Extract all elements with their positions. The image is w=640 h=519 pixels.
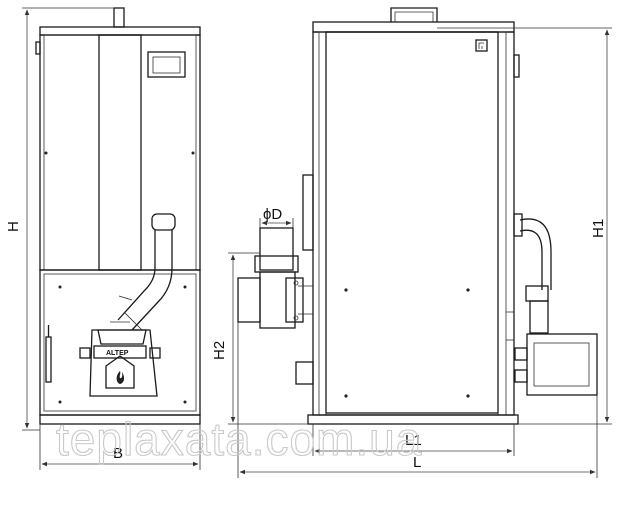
flame-window <box>105 355 135 389</box>
watermark: teplaxata.com.ua <box>56 413 422 465</box>
side-body-rear-panel <box>497 31 507 416</box>
flue-pipe <box>259 227 294 271</box>
rear-burner-tab <box>514 369 528 383</box>
dimension-h2: H2 <box>211 252 308 425</box>
side-top-handle <box>390 7 438 22</box>
side-bolt <box>344 288 348 292</box>
front-door-panel <box>98 34 142 271</box>
burner-top-plate <box>97 329 147 345</box>
side-burner-body <box>259 271 296 329</box>
side-top-lid <box>312 21 515 33</box>
front-view: ALTEP <box>35 7 201 425</box>
rear-feed-hose <box>519 229 543 290</box>
side-bolt <box>344 394 348 398</box>
side-top-handle <box>394 11 434 22</box>
dimension-label-b: B <box>113 445 123 462</box>
rear-feed-joint <box>525 285 549 302</box>
front-base <box>39 414 201 425</box>
side-burner-flange <box>237 277 261 323</box>
front-top-nipple <box>113 7 125 28</box>
dimension-h1: H1 <box>437 27 612 425</box>
front-upper-inner-panel <box>43 34 197 271</box>
front-hinge <box>35 41 41 55</box>
burner-side-tab <box>79 347 91 359</box>
side-base <box>307 414 519 425</box>
rear-feed-joint <box>529 300 549 334</box>
dimension-l1: L1 <box>312 424 515 456</box>
dimension-h: H <box>5 7 114 431</box>
control-display-screen <box>152 56 181 74</box>
dimension-label-h: H <box>5 221 22 232</box>
feed-hose <box>117 230 156 321</box>
front-lower-body <box>39 269 201 416</box>
dimension-label-h1: H1 <box>590 219 607 238</box>
burner-label-plate <box>93 345 147 359</box>
front-bolt <box>44 151 48 155</box>
side-inspection-port <box>295 361 314 385</box>
rear-burner-housing <box>526 333 598 396</box>
control-display <box>147 51 186 78</box>
rear-feed-hose <box>519 218 552 290</box>
front-upper-body <box>39 34 201 271</box>
side-front-strip <box>302 174 314 251</box>
front-level-indicator <box>45 336 52 383</box>
side-rear-bracket <box>513 54 520 78</box>
dimension-b: B <box>39 424 201 470</box>
front-lower-inner-panel <box>43 273 197 412</box>
side-body <box>312 31 515 416</box>
dimension-label-l: L <box>413 454 421 471</box>
front-bolt <box>58 285 62 289</box>
front-bolt <box>58 400 62 404</box>
dimension-label-h2: H2 <box>211 341 228 360</box>
dimension-label-l1: L1 <box>405 432 422 449</box>
side-bolt <box>466 394 470 398</box>
dimension-d: ϕD <box>259 206 294 228</box>
dimension-l: L <box>237 322 598 478</box>
rear-burner-tab <box>514 347 528 361</box>
side-bolt <box>466 288 470 292</box>
feed-hose-cap <box>151 213 176 231</box>
side-main-panel <box>325 31 499 414</box>
side-burner-plate <box>285 277 304 323</box>
front-bolt <box>183 285 187 289</box>
feed-hose <box>131 230 173 331</box>
front-top-lid <box>39 26 201 36</box>
front-bolt <box>183 400 187 404</box>
burner-brand-label: ALTEP <box>106 350 129 357</box>
dimension-label-d: ϕD <box>263 206 282 223</box>
side-logo-box <box>475 39 488 52</box>
flame-icon <box>116 371 125 384</box>
rear-feed-hose-cap <box>513 213 523 237</box>
side-body-front-panel <box>318 31 327 416</box>
rear-burner-window <box>533 342 590 387</box>
front-bolt <box>191 151 195 155</box>
burner-side-tab <box>149 347 161 359</box>
side-view <box>237 7 598 425</box>
